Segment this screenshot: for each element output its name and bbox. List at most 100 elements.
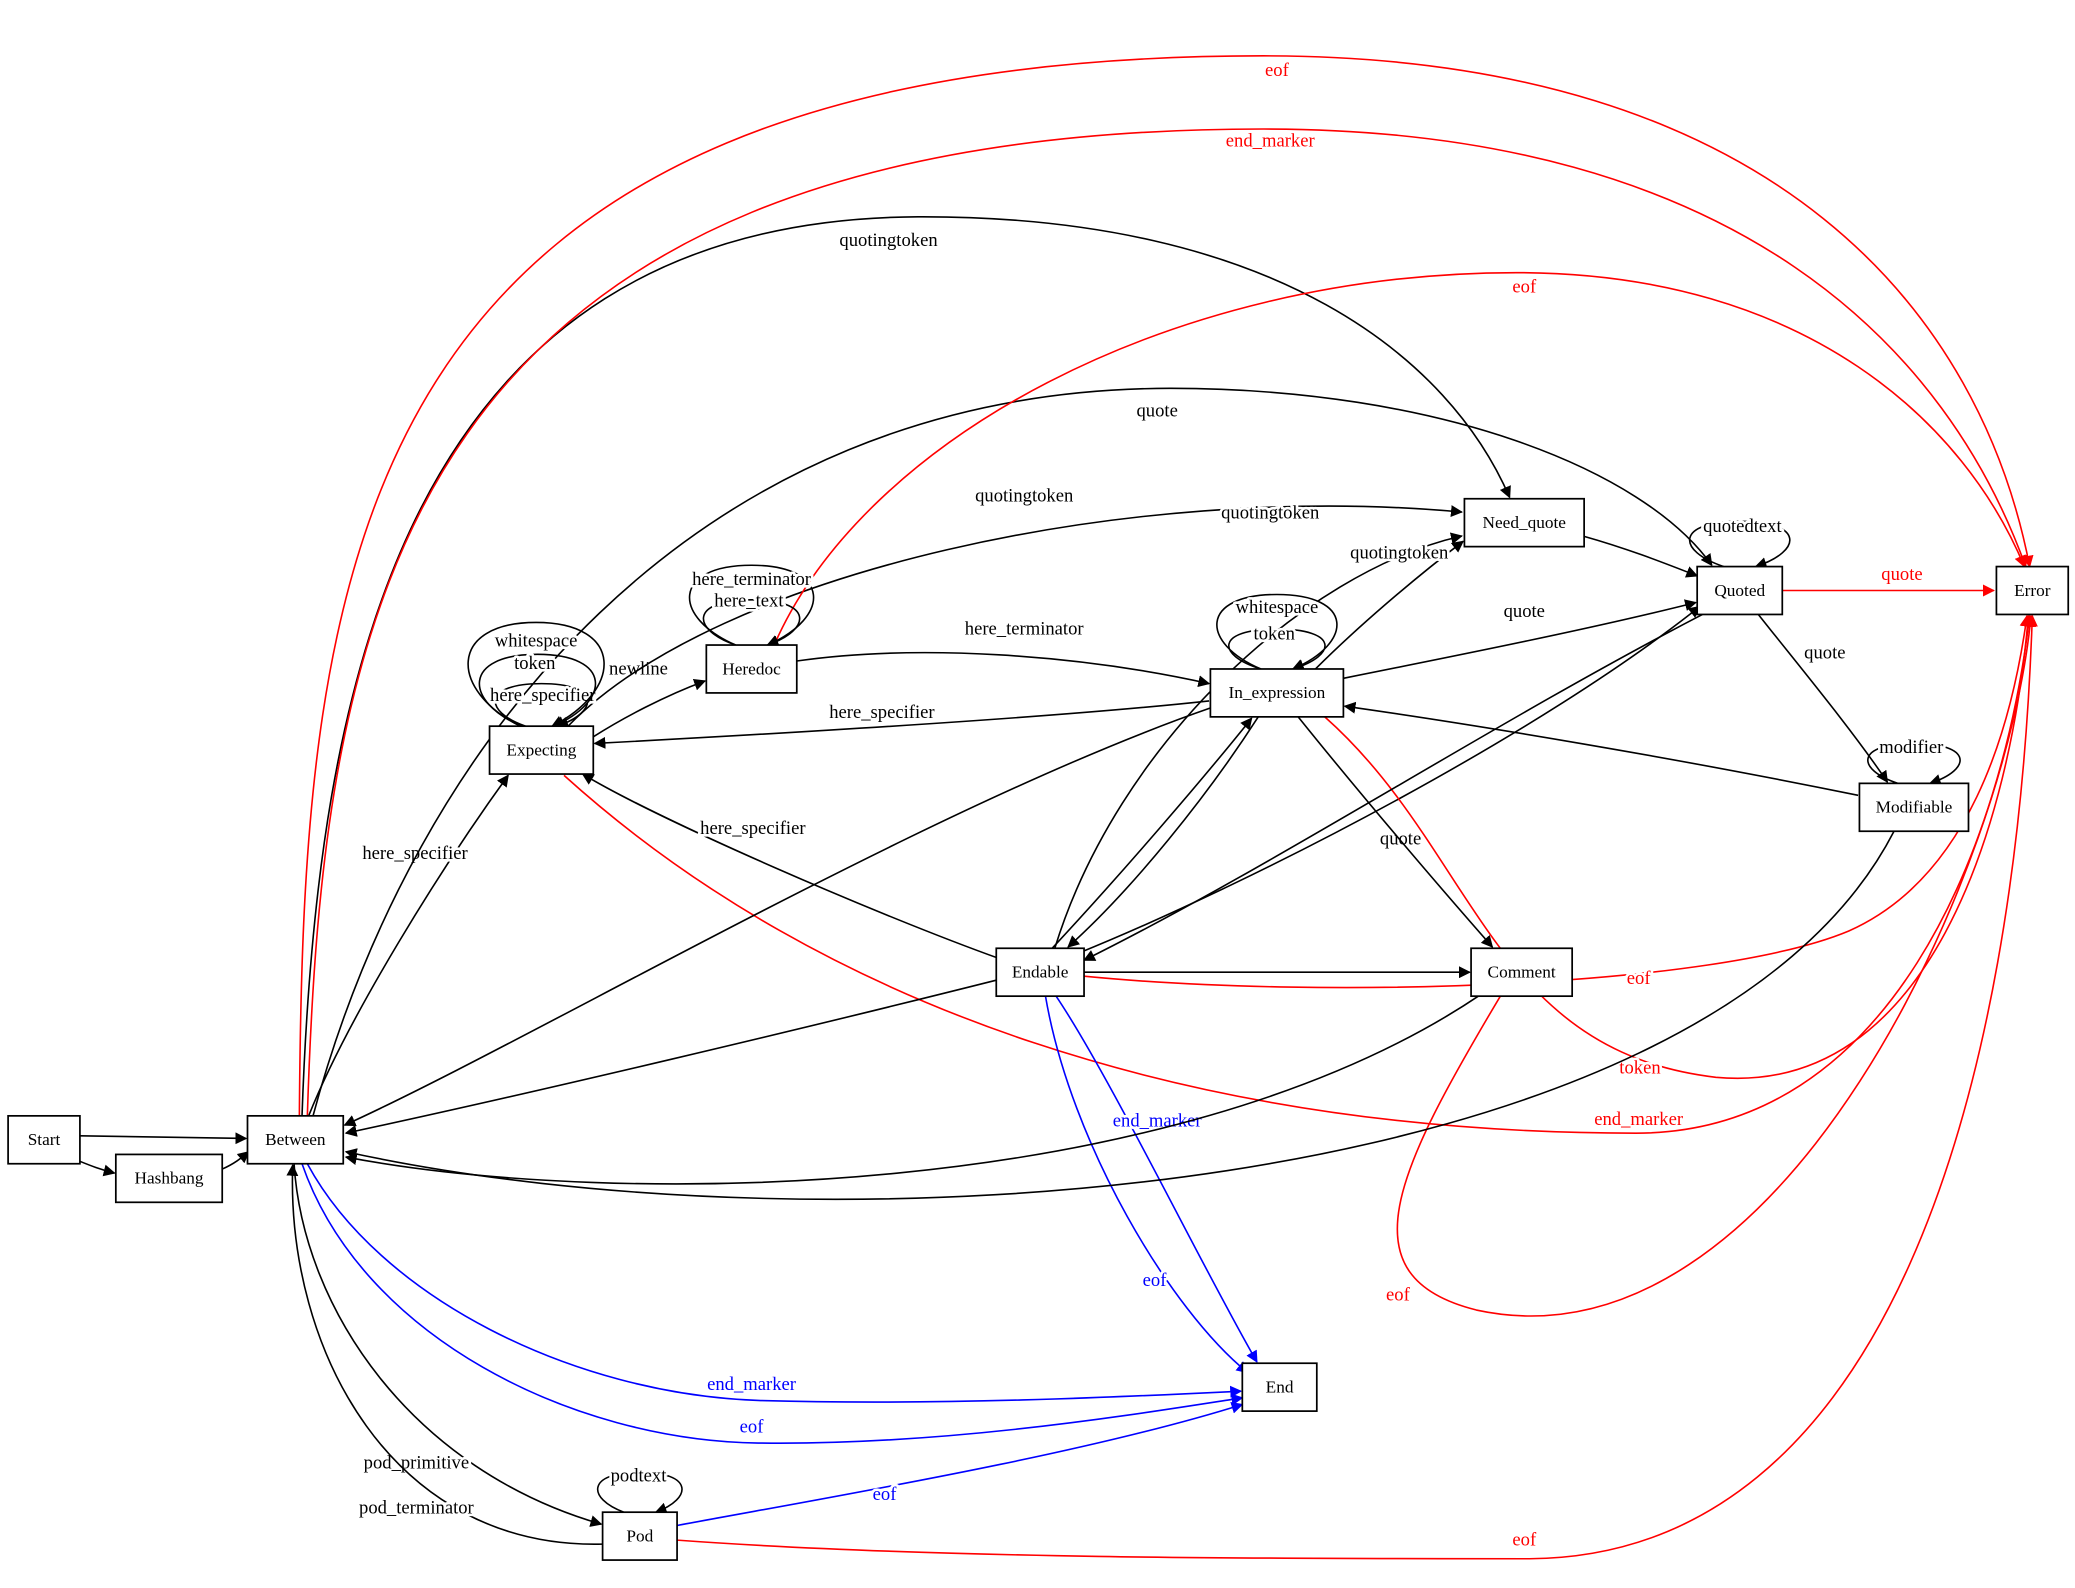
self-loop-Quoted-quotedtext bbox=[1689, 520, 1791, 569]
node-box-Endable bbox=[995, 947, 1085, 998]
loop-label-Heredoc-here_terminator: here_terminator bbox=[692, 569, 812, 590]
node-box-Between bbox=[246, 1114, 345, 1165]
node-label-End: End bbox=[1266, 1377, 1294, 1396]
edge-label-In_expression-Error: token bbox=[1619, 1057, 1661, 1078]
edge-Heredoc-In_expression bbox=[796, 651, 1211, 688]
node-box-Hashbang bbox=[114, 1153, 224, 1204]
edge-Modifiable-Between bbox=[344, 830, 1895, 1201]
edge-label-Between-Expecting: here_specifier bbox=[362, 843, 468, 864]
node-label-Expecting: Expecting bbox=[506, 740, 576, 759]
edge-label-Quoted-Modifiable: quote bbox=[1804, 642, 1845, 663]
self-loop-Modifiable-modifier bbox=[1867, 742, 1961, 786]
edge-Between-Error bbox=[298, 55, 2034, 1116]
edge-Between-Quoted bbox=[311, 387, 1713, 1118]
edge-Pod-End bbox=[676, 1401, 1244, 1527]
edge-label-Pod-End: eof bbox=[873, 1484, 898, 1505]
self-loop-Expecting-here_specifier bbox=[494, 682, 589, 729]
edge-label-Between-Quoted: quote bbox=[1137, 400, 1178, 421]
edge-In_expression-Comment bbox=[1297, 716, 1494, 948]
self-loop-Expecting-whitespace bbox=[467, 621, 605, 727]
edge-label-Expecting-Need_quote: quotingtoken bbox=[975, 485, 1074, 506]
edge-label-Pod-Error: eof bbox=[1512, 1529, 1537, 1550]
node-box-Error bbox=[1995, 565, 2070, 616]
edge-In_expression-Expecting bbox=[593, 700, 1210, 749]
edge-Start-Between bbox=[79, 1132, 248, 1145]
edge-Pod-Error bbox=[677, 614, 2038, 1560]
node-Between: Between bbox=[246, 1114, 345, 1165]
edge-Expecting-Need_quote bbox=[567, 505, 1463, 727]
edge-Between-End bbox=[306, 1163, 1243, 1403]
edge-label-Heredoc-In_expression: here_terminator bbox=[965, 618, 1085, 639]
node-Start: Start bbox=[7, 1114, 81, 1165]
edge-label-Between-End: end_marker bbox=[707, 1374, 797, 1395]
node-Endable: Endable bbox=[995, 947, 1085, 998]
node-box-End bbox=[1241, 1362, 1318, 1412]
edge-label-Expecting-Error: end_marker bbox=[1594, 1109, 1684, 1130]
edge-label-In_expression-Quoted: quote bbox=[1504, 601, 1545, 622]
edge-Endable-Between bbox=[344, 979, 997, 1137]
node-label-Quoted: Quoted bbox=[1714, 581, 1765, 600]
edge-Endable-End bbox=[1055, 995, 1258, 1363]
edge-Endable-Error bbox=[1083, 614, 2032, 989]
edge-label-Endable-End: eof bbox=[1143, 1270, 1168, 1291]
edge-label-Between-End: eof bbox=[740, 1416, 765, 1437]
node-box-Modifiable bbox=[1858, 782, 1970, 833]
node-label-Heredoc: Heredoc bbox=[722, 659, 781, 678]
node-box-Heredoc bbox=[705, 644, 798, 694]
node-Need_quote: Need_quote bbox=[1463, 497, 1585, 548]
edge-Endable-Expecting bbox=[581, 773, 1001, 960]
edge-In_expression-Between bbox=[343, 706, 1212, 1127]
node-label-Need_quote: Need_quote bbox=[1483, 513, 1567, 532]
edge-label-Endable-Expecting: here_specifier bbox=[700, 818, 806, 839]
edge-Between-Error bbox=[306, 128, 2028, 1116]
edge-Between-Need_quote bbox=[301, 215, 1511, 1116]
self-loop-In_expression-token bbox=[1228, 628, 1326, 672]
self-loop-In_expression-whitespace bbox=[1216, 593, 1338, 671]
edge-Expecting-Error bbox=[563, 614, 2035, 1134]
node-Comment: Comment bbox=[1470, 947, 1574, 998]
edge-In_expression-Endable bbox=[1067, 716, 1259, 948]
loop-label-In_expression-whitespace: whitespace bbox=[1236, 597, 1319, 618]
edge-label-In_expression-Need_quote: quotingtoken bbox=[1350, 543, 1449, 564]
node-label-Error: Error bbox=[2014, 581, 2051, 600]
node-box-In_expression bbox=[1209, 668, 1345, 718]
edge-label-Comment-Error: eof bbox=[1386, 1285, 1411, 1306]
node-Pod: Pod bbox=[601, 1511, 678, 1561]
node-box-Expecting bbox=[488, 725, 595, 775]
edge-label-Between-Error: eof bbox=[1265, 60, 1290, 81]
node-label-Start: Start bbox=[28, 1130, 61, 1149]
node-label-Comment: Comment bbox=[1488, 963, 1556, 982]
loop-label-Expecting-here_specifier: here_specifier bbox=[490, 685, 596, 706]
node-label-Modifiable: Modifiable bbox=[1876, 798, 1953, 817]
edge-label-Endable-Error: eof bbox=[1627, 968, 1652, 989]
edge-label-Quoted-Error: quote bbox=[1881, 564, 1922, 585]
self-loop-Pod-podtext bbox=[596, 1471, 683, 1515]
edge-Start-Hashbang bbox=[75, 1159, 116, 1177]
edge-Endable-Quoted bbox=[1077, 605, 1701, 955]
edge-label-Pod-Between: pod_terminator bbox=[359, 1498, 475, 1519]
edge-Modifiable-In_expression bbox=[1343, 701, 1859, 797]
edge-Comment-Error bbox=[1396, 614, 2036, 1317]
loop-label-Expecting-whitespace: whitespace bbox=[495, 630, 578, 651]
node-box-Start bbox=[7, 1114, 81, 1165]
node-box-Pod bbox=[601, 1511, 678, 1561]
node-End: End bbox=[1241, 1362, 1318, 1412]
edge-label-Heredoc-Error: eof bbox=[1512, 277, 1537, 298]
node-box-Comment bbox=[1470, 947, 1574, 998]
edge-Hashbang-Between bbox=[221, 1150, 250, 1170]
node-label-In_expression: In_expression bbox=[1228, 683, 1325, 702]
edge-Need_quote-Quoted bbox=[1582, 535, 1699, 578]
edge-label-Between-Pod: pod_primitive bbox=[364, 1452, 469, 1473]
edge-label-Endable-Quoted: quote bbox=[1380, 829, 1421, 850]
node-label-Endable: Endable bbox=[1012, 963, 1069, 982]
node-Error: Error bbox=[1995, 565, 2070, 616]
loop-label-Modifiable-modifier: modifier bbox=[1879, 737, 1944, 758]
edge-Expecting-Heredoc bbox=[592, 679, 707, 738]
loop-label-In_expression-token: token bbox=[1254, 624, 1296, 645]
node-box-Need_quote bbox=[1463, 497, 1585, 548]
edge-label-Endable-Need_quote: quotingtoken bbox=[1221, 503, 1320, 524]
node-Modifiable: Modifiable bbox=[1858, 782, 1970, 833]
edge-In_expression-Need_quote bbox=[1314, 540, 1465, 670]
